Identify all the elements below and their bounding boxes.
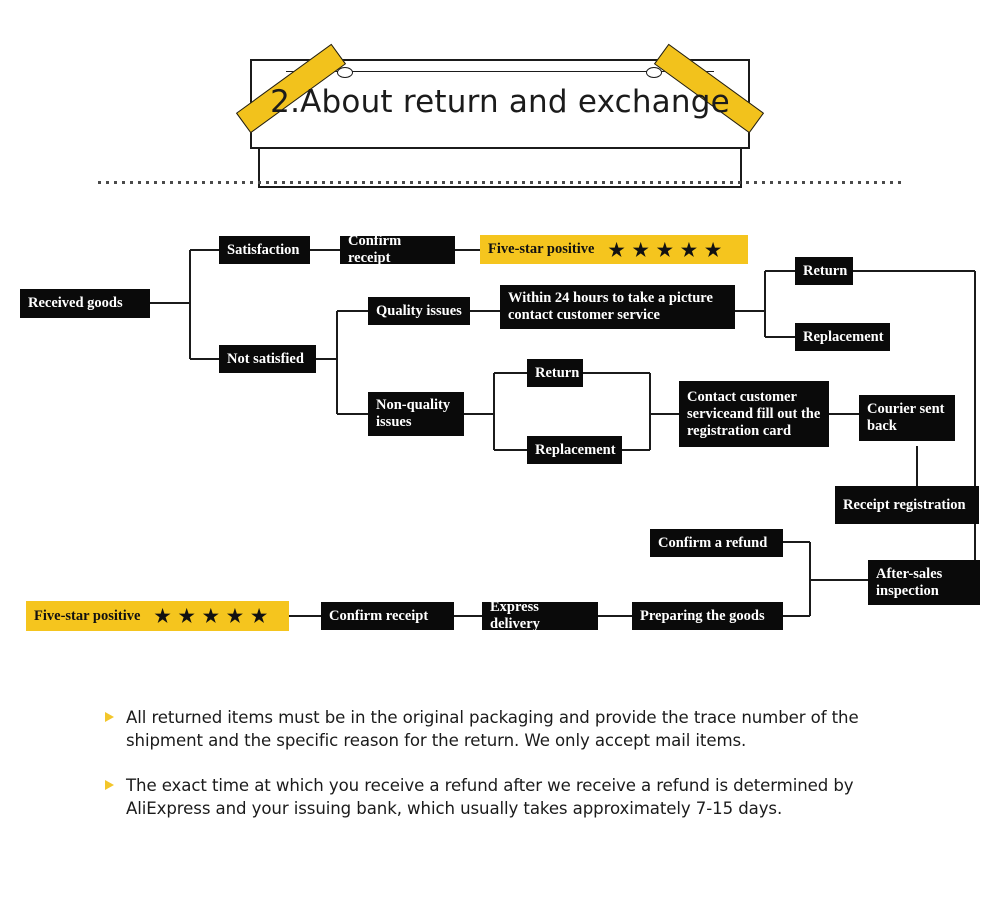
star-icon: ★: [632, 239, 649, 260]
flow-node-not-satisfied[interactable]: Not satisfied: [219, 345, 316, 373]
triangle-right-icon: [105, 712, 114, 722]
banner-horizontal-rule: [286, 71, 714, 72]
flow-node-preparing-the-goods[interactable]: Preparing the goods: [632, 602, 783, 630]
flow-node-within-24-hours[interactable]: Within 24 hours to take a picture contac…: [500, 285, 735, 329]
flow-node-confirm-a-refund[interactable]: Confirm a refund: [650, 529, 783, 557]
star-icon: ★: [226, 606, 244, 626]
star-icon: ★: [251, 606, 268, 626]
star-icon: ★: [656, 239, 673, 260]
star-icon: ★: [202, 606, 219, 626]
flow-node-five-star-positive-bottom[interactable]: Five-star positive ★ ★ ★ ★ ★: [26, 601, 289, 631]
flow-node-confirm-receipt-bottom[interactable]: Confirm receipt: [321, 602, 454, 630]
star-icon: ★: [608, 239, 625, 260]
flow-node-receipt-registration[interactable]: Receipt registration: [835, 486, 979, 524]
flow-node-after-sales-inspection[interactable]: After-sales inspection: [868, 560, 980, 605]
note-text: The exact time at which you receive a re…: [126, 776, 854, 818]
banner-right-circle-icon: [646, 67, 662, 78]
flow-node-contact-customer-service[interactable]: Contact customer serviceand fill out the…: [679, 381, 829, 447]
section-divider: [98, 181, 902, 184]
five-star-label-top: Five-star positive: [488, 241, 595, 257]
star-icon: ★: [154, 606, 171, 626]
flow-node-received-goods[interactable]: Received goods: [20, 289, 150, 318]
flow-node-return-top[interactable]: Return: [795, 257, 853, 285]
page-title: 2.About return and exchange: [270, 84, 730, 120]
note-item: All returned items must be in the origin…: [105, 706, 925, 752]
note-item: The exact time at which you receive a re…: [105, 774, 925, 820]
flow-node-quality-issues[interactable]: Quality issues: [368, 297, 470, 325]
section-header-banner: 2.About return and exchange: [235, 43, 765, 188]
policy-notes: All returned items must be in the origin…: [105, 706, 925, 842]
flow-node-confirm-receipt-top[interactable]: Confirm receipt: [340, 233, 455, 266]
star-icon: ★: [178, 606, 195, 626]
star-icon: ★: [680, 239, 698, 260]
flow-node-express-delivery[interactable]: Express delivery: [482, 599, 598, 632]
five-star-label-bottom: Five-star positive: [34, 607, 141, 624]
flow-node-replacement-mid[interactable]: Replacement: [527, 436, 622, 464]
flow-node-non-quality-issues[interactable]: Non-quality issues: [368, 392, 464, 436]
flow-node-replacement-top[interactable]: Replacement: [795, 323, 890, 351]
star-rating-bottom: ★ ★ ★ ★ ★: [154, 607, 267, 625]
banner-left-circle-icon: [337, 67, 353, 78]
flow-node-return-mid[interactable]: Return: [527, 359, 583, 387]
flow-node-five-star-positive-top[interactable]: Five-star positive ★ ★ ★ ★ ★: [480, 235, 748, 264]
triangle-right-icon: [105, 780, 114, 790]
flow-node-satisfaction[interactable]: Satisfaction: [219, 236, 310, 264]
star-icon: ★: [705, 239, 722, 260]
star-rating-top: ★ ★ ★ ★ ★: [608, 241, 721, 259]
flow-node-courier-sent-back[interactable]: Courier sent back: [859, 395, 955, 441]
note-text: All returned items must be in the origin…: [126, 708, 859, 750]
